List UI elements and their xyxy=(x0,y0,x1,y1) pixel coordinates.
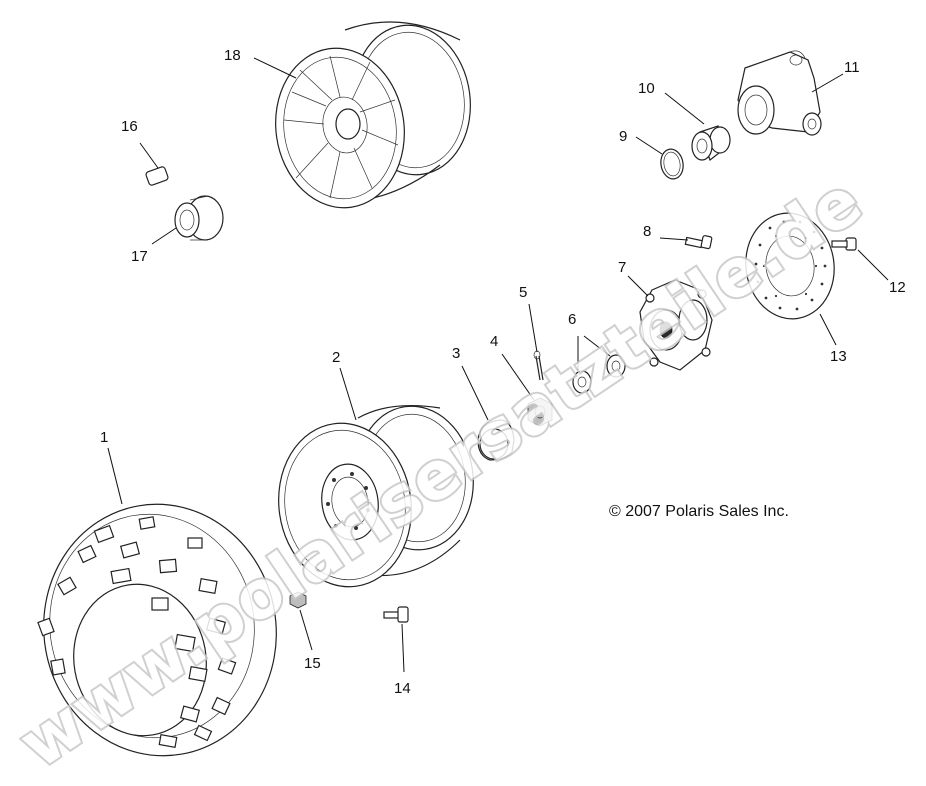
svg-text:8: 8 xyxy=(643,223,651,240)
tire-icon xyxy=(37,503,277,757)
svg-text:9: 9 xyxy=(619,128,627,145)
bolt-icon xyxy=(831,237,857,251)
callout-17: 17 xyxy=(131,227,177,265)
svg-text:7: 7 xyxy=(618,259,626,276)
castle-nut-icon xyxy=(527,397,553,427)
bolt-icon xyxy=(383,606,409,623)
bolt-icon xyxy=(684,235,713,250)
callout-11: 11 xyxy=(811,59,860,93)
callout-7: 7 xyxy=(618,259,649,297)
svg-text:5: 5 xyxy=(519,284,527,301)
copyright-text: © 2007 Polaris Sales Inc. xyxy=(609,503,789,520)
retaining-ring-icon xyxy=(660,148,684,180)
callout-16: 16 xyxy=(121,118,159,169)
svg-text:11: 11 xyxy=(844,59,860,76)
steel-wheel-rim-icon xyxy=(278,404,474,588)
callout-3: 3 xyxy=(452,345,489,421)
callout-18: 18 xyxy=(224,47,297,79)
callout-6: 6 xyxy=(568,311,611,370)
callout-13: 13 xyxy=(819,313,847,365)
svg-text:18: 18 xyxy=(224,47,241,64)
callout-2: 2 xyxy=(332,349,357,421)
svg-text:15: 15 xyxy=(304,655,321,672)
callout-5: 5 xyxy=(519,284,538,353)
lug-nut-icon xyxy=(289,591,307,609)
svg-text:17: 17 xyxy=(131,248,148,265)
callout-10: 10 xyxy=(638,80,705,125)
callout-15: 15 xyxy=(299,609,321,672)
svg-text:6: 6 xyxy=(568,311,576,328)
svg-text:2: 2 xyxy=(332,349,340,366)
alloy-wheel-rim-icon xyxy=(275,21,471,209)
brake-disc-icon xyxy=(745,212,835,320)
svg-text:13: 13 xyxy=(830,348,847,365)
callout-4: 4 xyxy=(490,333,535,401)
center-cap-icon xyxy=(174,195,224,241)
svg-text:1: 1 xyxy=(100,429,108,446)
svg-text:3: 3 xyxy=(452,345,460,362)
callout-8: 8 xyxy=(643,223,689,241)
hub-cap-icon xyxy=(477,419,515,461)
bearing-carrier-icon xyxy=(737,50,822,136)
svg-text:14: 14 xyxy=(394,680,411,697)
callout-9: 9 xyxy=(619,128,663,155)
bearing-icon xyxy=(691,125,731,161)
callout-14: 14 xyxy=(394,623,411,697)
callout-12: 12 xyxy=(857,249,906,296)
svg-text:4: 4 xyxy=(490,333,498,350)
svg-text:12: 12 xyxy=(889,279,906,296)
washer-icon xyxy=(572,354,626,394)
valve-stem-icon xyxy=(145,166,169,186)
svg-text:16: 16 xyxy=(121,118,138,135)
svg-text:10: 10 xyxy=(638,80,655,97)
callout-1: 1 xyxy=(100,429,123,505)
